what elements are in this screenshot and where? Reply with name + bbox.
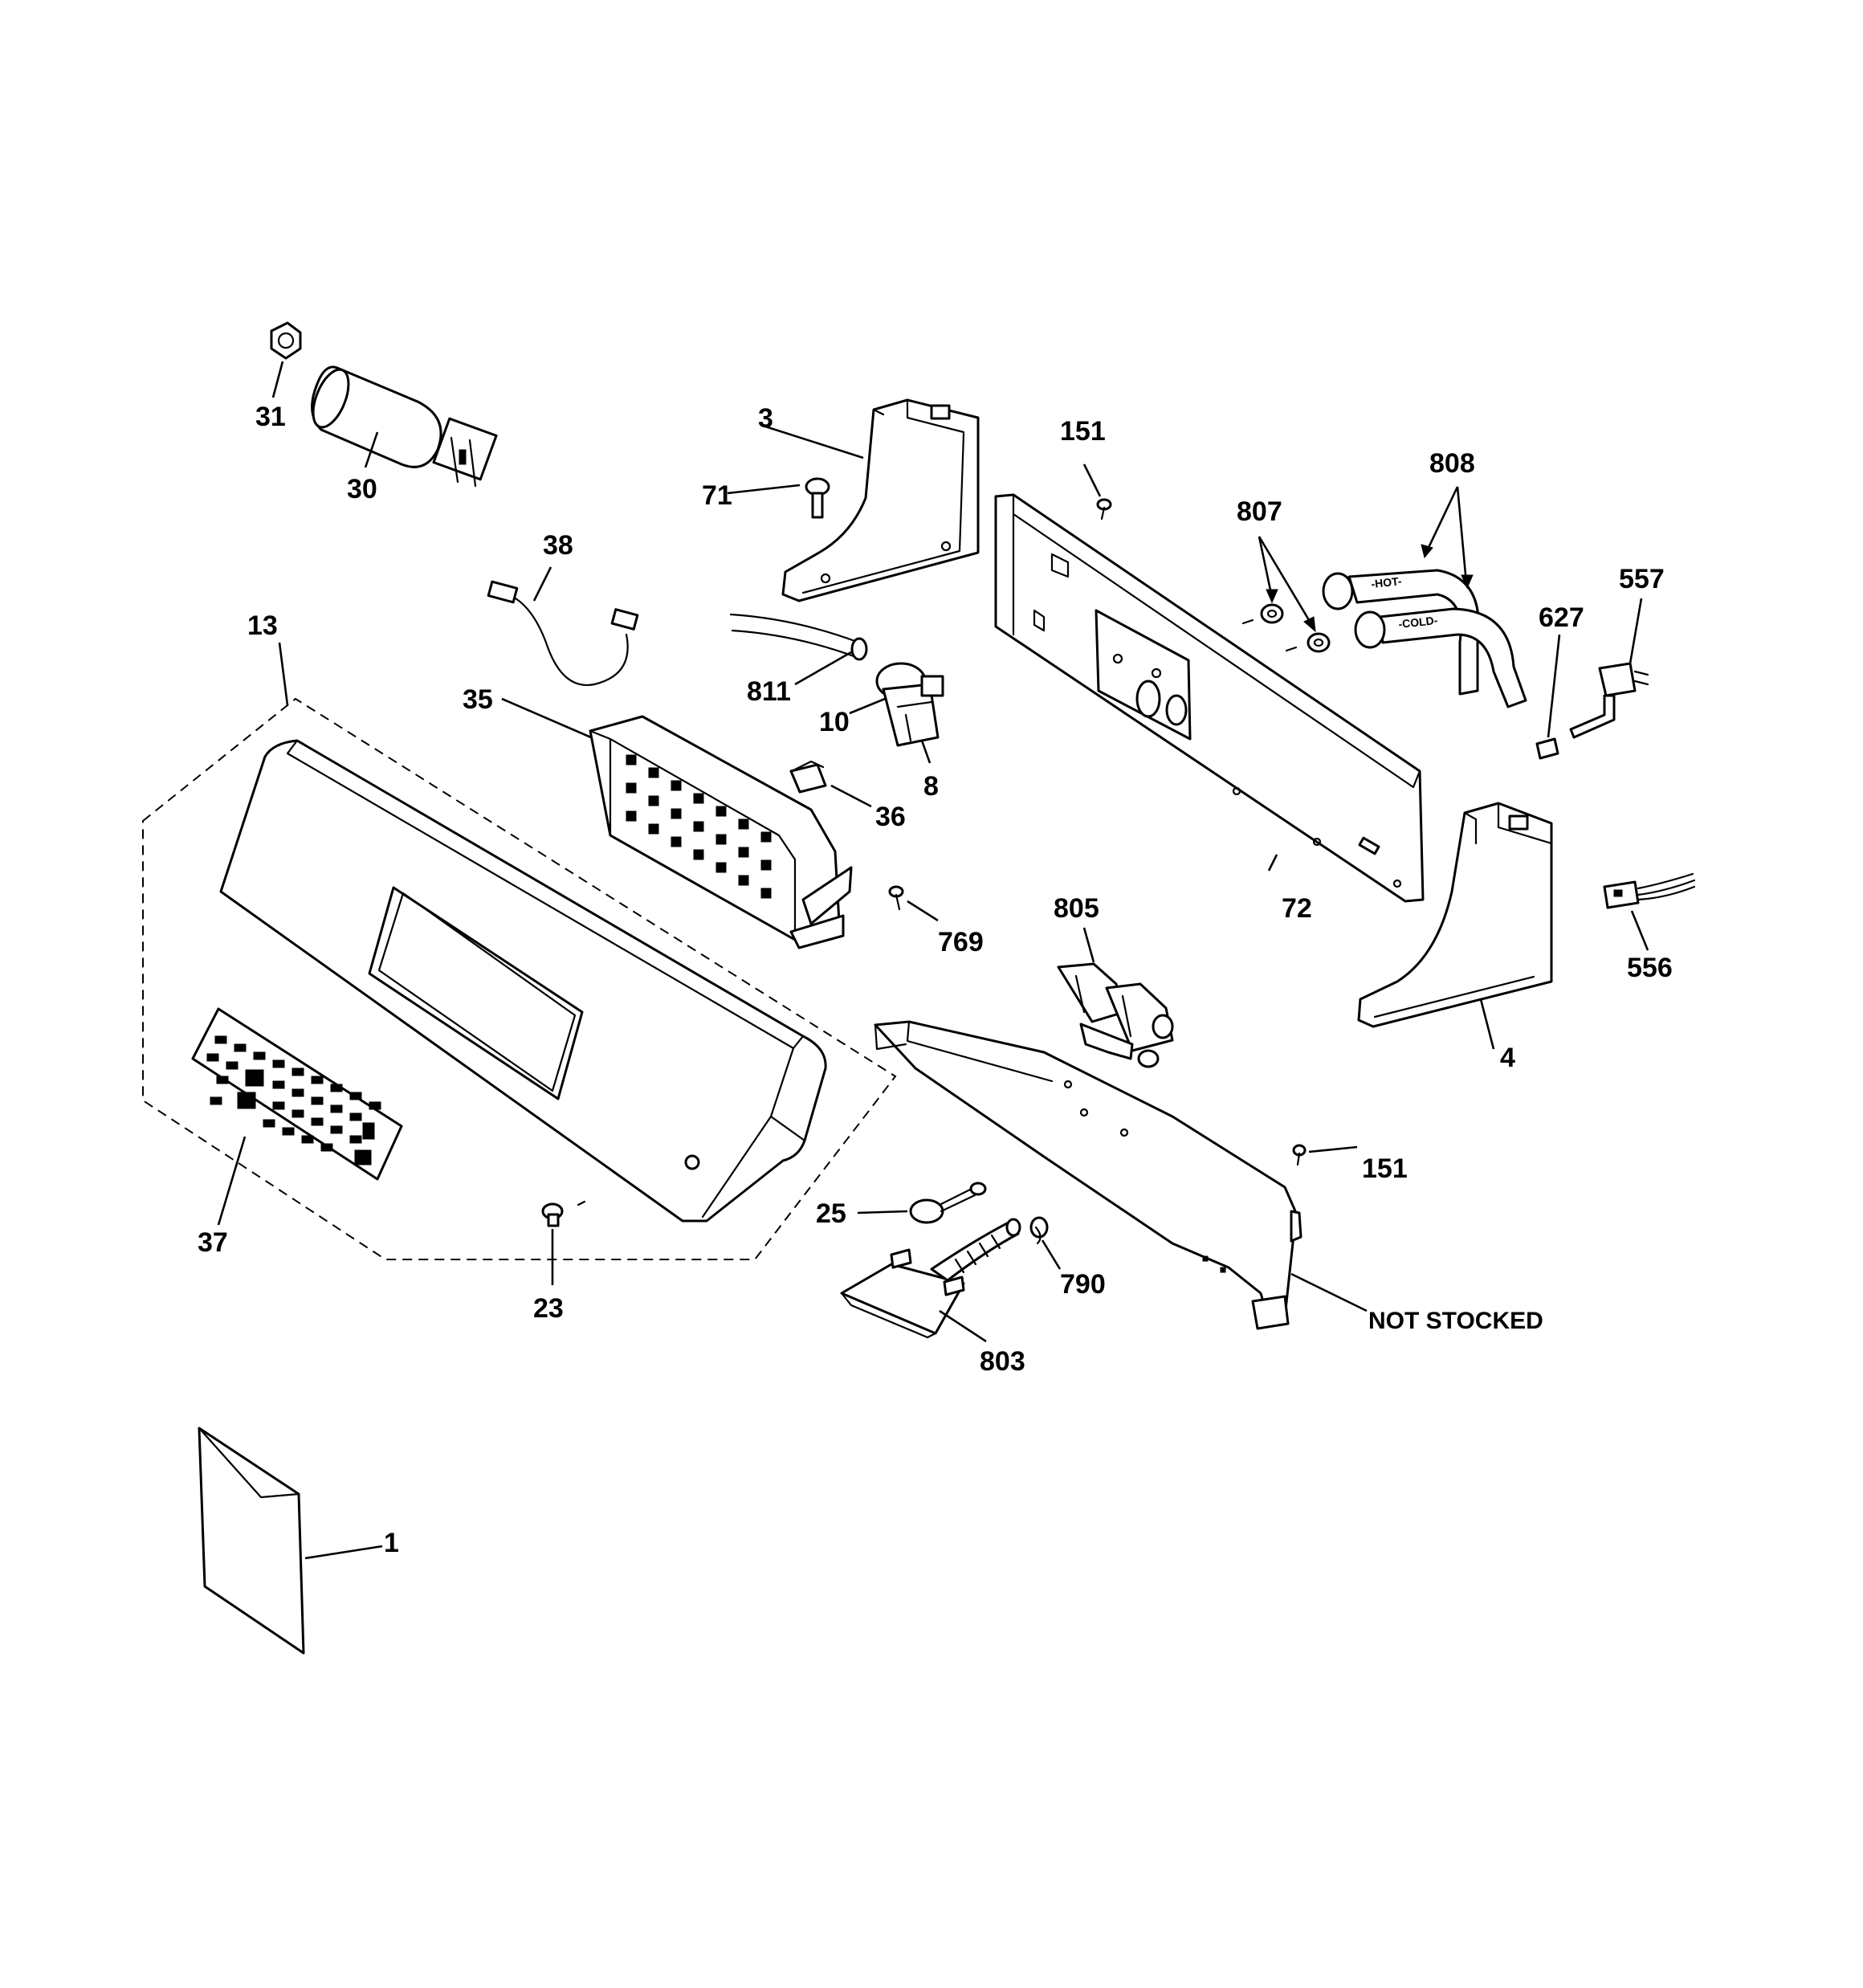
- callout-803: 803: [980, 1346, 1025, 1377]
- callout-13: 13: [247, 610, 278, 641]
- callout-71: 71: [702, 480, 732, 511]
- callout-72: 72: [1282, 893, 1312, 924]
- callout-37: 37: [198, 1227, 228, 1258]
- callout-557: 557: [1619, 564, 1665, 594]
- callout-808: 808: [1429, 448, 1475, 479]
- part-not-stocked-bracket: [874, 1020, 1302, 1330]
- part-13-console-group: [142, 697, 897, 1260]
- part-25-knob: [909, 1182, 987, 1224]
- part-811-tube: [729, 613, 868, 661]
- callout-811: 811: [747, 676, 791, 707]
- part-38-wire-harness: [487, 580, 639, 687]
- part-803-lid-switch: [840, 1218, 1021, 1339]
- part-790-spring-clip: [1029, 1216, 1049, 1245]
- callout-805: 805: [1054, 893, 1099, 924]
- part-35-board-bracket: [589, 715, 853, 949]
- callout-807: 807: [1237, 496, 1282, 527]
- bracket-35-slots: [626, 754, 772, 899]
- callout-769: 769: [938, 927, 984, 957]
- part-627-clip: [1535, 737, 1559, 760]
- part-805-water-valve: [1057, 962, 1174, 1068]
- part-10-pressure-switch: [875, 662, 944, 747]
- callout-556: 556: [1627, 953, 1673, 983]
- part-769-screw: [888, 885, 904, 911]
- callout-1: 1: [384, 1528, 399, 1558]
- callout-627: 627: [1539, 602, 1584, 633]
- callout-151-top: 151: [1060, 416, 1106, 447]
- keypad-keys: [206, 1035, 381, 1165]
- callout-31: 31: [255, 402, 286, 432]
- hose-label-cold: -COLD-: [1398, 614, 1439, 631]
- part-151-screw-lower: [1292, 1144, 1307, 1166]
- part-31-hex-nut: [270, 321, 302, 360]
- part-1-literature-envelope: [198, 1427, 305, 1655]
- part-36-clip: [789, 760, 827, 794]
- callout-3: 3: [758, 403, 773, 434]
- callout-4: 4: [1500, 1043, 1515, 1073]
- callout-10: 10: [819, 707, 850, 737]
- callout-35: 35: [463, 684, 493, 715]
- callout-790: 790: [1060, 1269, 1106, 1300]
- part-808-fill-hoses: -HOT- -COLD-: [1322, 569, 1527, 708]
- callout-36: 36: [875, 802, 906, 832]
- part-37-keypad-overlay: [191, 1007, 403, 1181]
- part-4-end-cap: [1357, 802, 1553, 1028]
- callout-151-lower: 151: [1362, 1153, 1408, 1184]
- part-23-stud: [541, 1200, 586, 1227]
- callout-23: 23: [533, 1293, 564, 1324]
- part-71-screw: [805, 477, 830, 519]
- part-30-capacitor: [311, 365, 498, 488]
- hose-label-hot: -HOT-: [1371, 574, 1403, 590]
- callout-8: 8: [923, 771, 939, 802]
- part-556-connector: [1603, 872, 1696, 909]
- part-3-end-cap-bracket: [781, 398, 980, 602]
- callout-25: 25: [816, 1198, 846, 1229]
- part-557-connector: [1569, 662, 1649, 739]
- callout-not-stocked: NOT STOCKED: [1368, 1308, 1543, 1334]
- leader-lines: [217, 361, 1649, 1560]
- callout-38: 38: [543, 530, 573, 561]
- part-72-backsplash-panel: [994, 493, 1425, 903]
- part-151-screw-top: [1096, 498, 1112, 520]
- callout-30: 30: [347, 474, 377, 504]
- part-807-washers: [1241, 603, 1331, 653]
- callout-labels: 31 30 38 13 3 71 151 807 808 557 627 35 …: [198, 402, 1673, 1558]
